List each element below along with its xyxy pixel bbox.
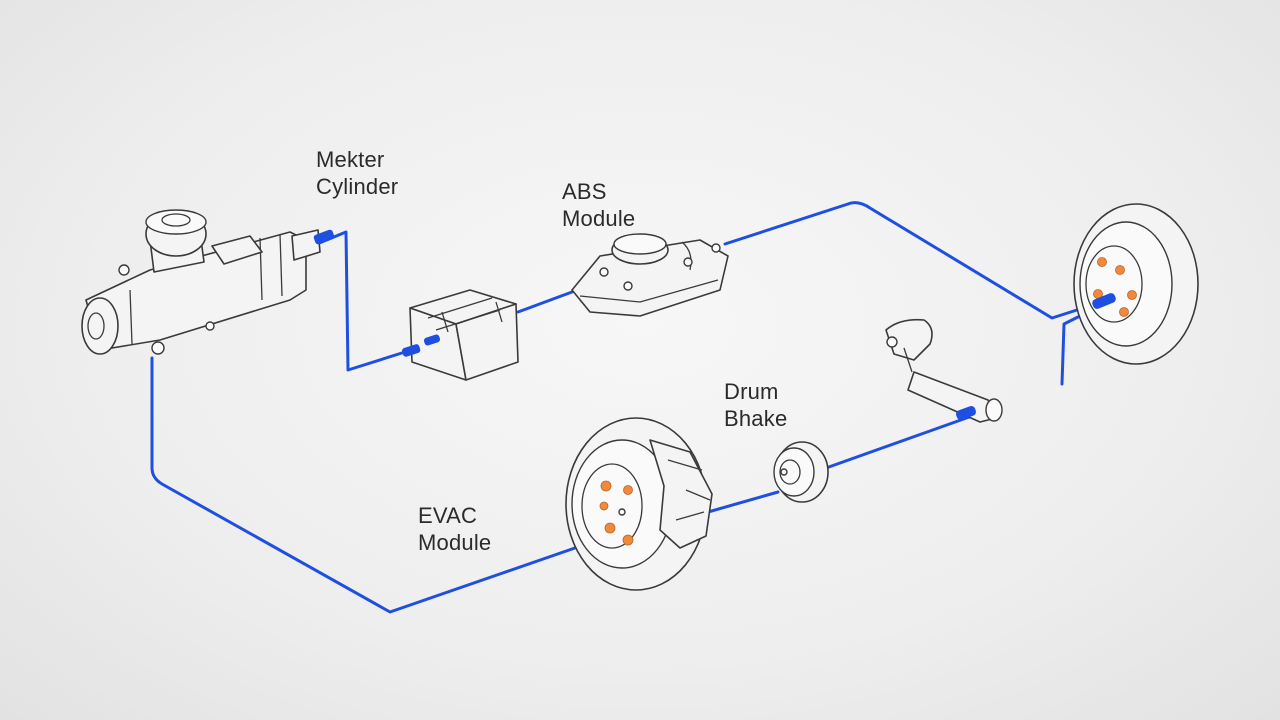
brake-lines <box>150 201 1110 614</box>
abs-module <box>571 233 729 317</box>
line-drum-to-hose <box>824 414 974 470</box>
line-master-to-rear-disc <box>150 356 600 614</box>
evac-module-label-line1: EVAC <box>418 503 478 528</box>
drum-brake-label-line2: Bhake <box>724 406 788 431</box>
master-cylinder-label-line2: Cylinder <box>316 174 399 199</box>
line-rear-disc-to-drum <box>706 490 780 514</box>
line-front-disc-drop <box>1060 312 1086 386</box>
drum-brake <box>773 441 829 503</box>
master-cylinder-label-line1: Mekter <box>316 147 385 172</box>
drum-brake-label: Drum Bhake <box>724 378 787 432</box>
abs-module-label-line2: Module <box>562 206 636 231</box>
evac-module-label-line2: Module <box>418 530 492 555</box>
abs-module-label: ABS Module <box>562 178 635 232</box>
drum-brake-hardware <box>885 318 1003 423</box>
line-abs-to-front-disc <box>723 201 1110 320</box>
junction-block <box>401 289 519 381</box>
master-cylinder-label: Mekter Cylinder <box>316 146 398 200</box>
rear-disc-brake <box>565 417 713 591</box>
master-cylinder <box>81 209 335 355</box>
evac-module-label: EVAC Module <box>418 502 491 556</box>
drum-brake-label-line1: Drum <box>724 379 779 404</box>
line-junction-to-abs <box>516 290 574 314</box>
abs-module-label-line1: ABS <box>562 179 607 204</box>
line-master-to-junction <box>310 230 407 372</box>
front-disc-brake <box>1073 203 1199 365</box>
